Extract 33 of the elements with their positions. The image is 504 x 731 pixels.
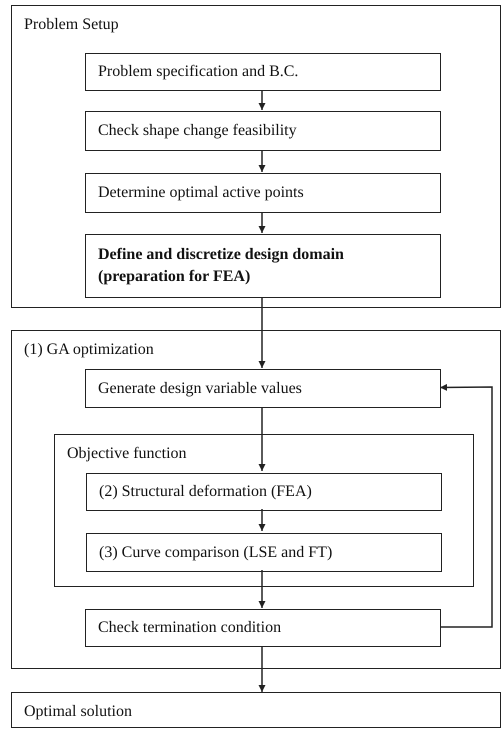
process-box — [85, 369, 441, 408]
step-label: (3) Curve comparison (LSE and FT) — [99, 542, 332, 562]
arrow — [258, 407, 266, 471]
step-label: Check termination condition — [98, 618, 282, 638]
group-title: Objective function — [67, 444, 187, 464]
group-box — [11, 330, 501, 669]
group-title: Problem Setup — [24, 15, 119, 35]
group-box — [11, 5, 501, 308]
process-box — [85, 234, 441, 298]
step-label: Define and discretize design domain (preparation for FEA) — [98, 245, 345, 287]
group-box — [54, 434, 474, 587]
process-box — [85, 53, 441, 91]
step-label: Generate design variable values — [98, 378, 302, 398]
step-label: Problem specification and B.C. — [98, 62, 298, 82]
step-label: Determine optimal active points — [98, 183, 304, 203]
step-label: Optimal solution — [24, 702, 132, 722]
arrow — [258, 90, 266, 110]
arrow — [258, 570, 266, 608]
arrow — [258, 150, 266, 172]
process-box — [85, 173, 441, 213]
process-box — [85, 111, 441, 151]
arrow — [258, 646, 266, 692]
arrow — [258, 212, 266, 233]
arrow — [440, 384, 493, 628]
step-label: (2) Structural deformation (FEA) — [99, 482, 312, 502]
process-box — [86, 533, 442, 572]
arrow — [258, 297, 266, 368]
result-box — [11, 692, 501, 728]
group-title: (1) GA optimization — [24, 340, 154, 360]
arrow — [258, 509, 266, 531]
step-label: Check shape change feasibility — [98, 121, 297, 141]
process-box — [85, 609, 441, 647]
process-box — [86, 473, 442, 511]
